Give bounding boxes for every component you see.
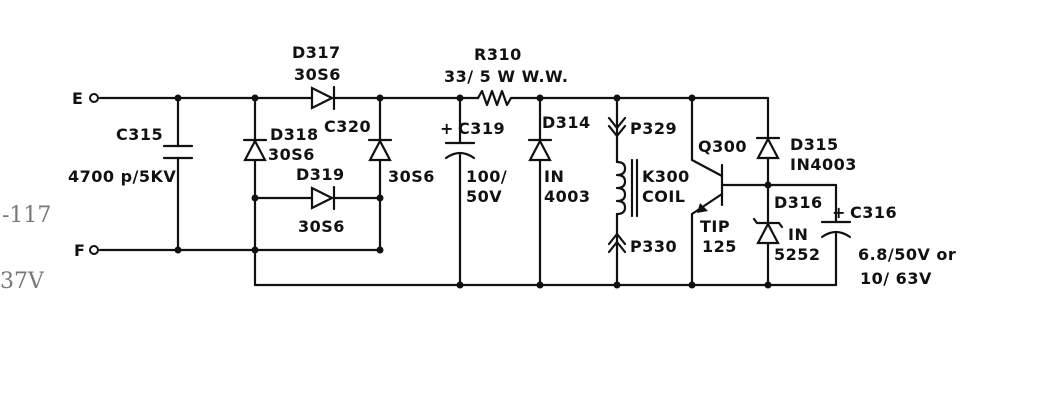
q300-value-label-1: TIP	[700, 217, 730, 236]
d318-value-label: 30S6	[268, 145, 315, 164]
c319-value-label-1: 100/	[466, 167, 507, 186]
c319-polarity-mark: +	[440, 119, 454, 138]
d314-value-label-1: IN	[544, 167, 564, 186]
transistor-q300-symbol	[690, 158, 724, 216]
d315-value-label: IN4003	[790, 155, 857, 174]
d318-ref-label: D318	[270, 125, 319, 144]
margin-note-2: 37V	[0, 269, 45, 294]
d317-ref-label: D317	[292, 43, 341, 62]
d319-ref-label: D319	[296, 165, 345, 184]
d316-value-label-2: 5252	[774, 245, 821, 264]
c320-ref-label: C320	[324, 117, 371, 136]
c316-polarity-mark: +	[832, 203, 846, 222]
terminal-f-label: F	[74, 241, 85, 260]
c319-ref-label: C319	[458, 119, 505, 138]
junction-dots	[174, 94, 772, 289]
d317-value-label: 30S6	[294, 65, 341, 84]
c315-value-label: 4700 p/5KV	[68, 167, 176, 186]
resistor-r310-symbol	[476, 89, 516, 107]
d314-value-label-2: 4003	[544, 187, 591, 206]
capacitor-c319-symbol	[444, 141, 476, 160]
diode-d318-symbol	[242, 138, 268, 162]
c316-ref-label: C316	[850, 203, 897, 222]
c320-value-label: 30S6	[388, 167, 435, 186]
diode-c320-symbol	[367, 138, 393, 162]
terminal-e-label: E	[72, 89, 83, 108]
terminal-f	[89, 245, 99, 255]
k300-value-label: COIL	[642, 187, 686, 206]
capacitor-c315-symbol	[162, 144, 194, 160]
connector-p330-symbol	[607, 232, 627, 254]
d319-value-label: 30S6	[298, 217, 345, 236]
capacitor-c316-symbol	[820, 220, 852, 239]
r310-ref-label: R310	[474, 45, 522, 64]
q300-value-label-2: 125	[702, 237, 737, 256]
q300-ref-label: Q300	[698, 137, 747, 156]
coil-k300-symbol	[615, 158, 639, 218]
c316-value-label-2: 10/ 63V	[860, 269, 932, 288]
diode-d319-symbol	[310, 185, 336, 211]
terminal-e	[89, 93, 99, 103]
c315-ref-label: C315	[116, 125, 163, 144]
c316-value-label-1: 6.8/50V or	[858, 245, 956, 264]
diode-d317-symbol	[310, 85, 336, 111]
connector-p329-symbol	[607, 116, 627, 138]
d315-ref-label: D315	[790, 135, 839, 154]
r310-value-label: 33/ 5 W W.W.	[444, 67, 568, 86]
margin-note-1: -117	[2, 203, 51, 228]
d316-value-label-1: IN	[788, 225, 808, 244]
k300-ref-label: K300	[642, 167, 690, 186]
zener-d316-symbol	[752, 217, 784, 245]
diode-d314-symbol	[527, 138, 553, 162]
wires	[98, 96, 838, 287]
p329-label: P329	[630, 119, 677, 138]
d314-ref-label: D314	[542, 113, 591, 132]
d316-ref-label: D316	[774, 193, 823, 212]
c319-value-label-2: 50V	[466, 187, 502, 206]
diode-d315-symbol	[755, 136, 781, 160]
p330-label: P330	[630, 237, 677, 256]
